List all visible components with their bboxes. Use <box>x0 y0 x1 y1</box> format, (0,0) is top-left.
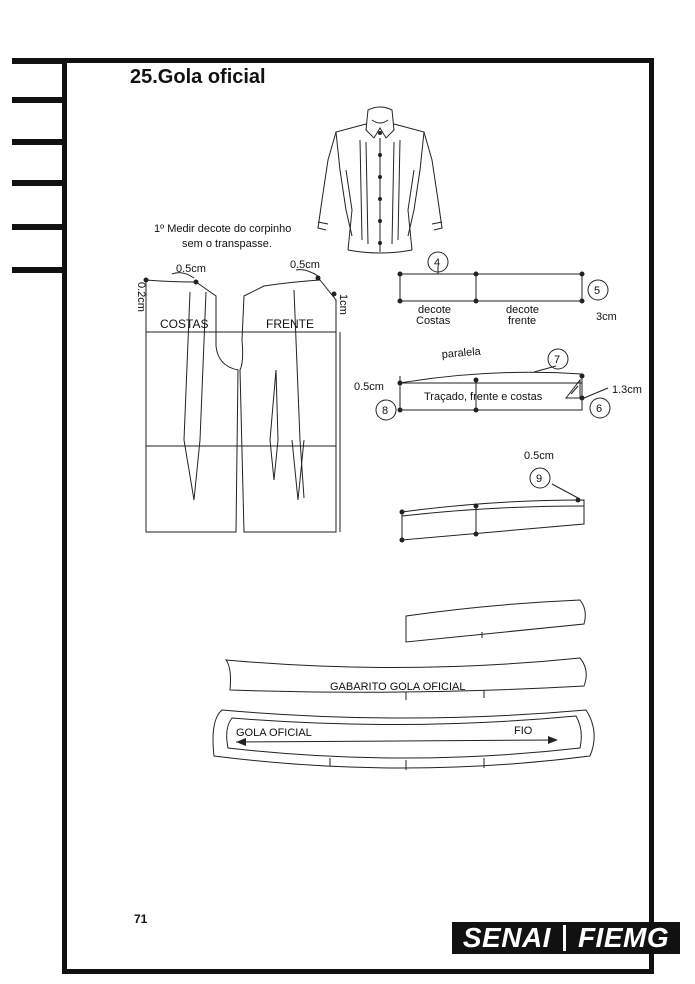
parallel-label: paralela <box>441 346 482 361</box>
shirt-illustration <box>317 106 443 254</box>
instruction-line-2: sem o transpasse. <box>182 238 272 250</box>
step-5-number: 5 <box>594 285 600 297</box>
binding-tab <box>12 139 64 145</box>
logo-senai: SENAI <box>462 922 551 953</box>
curve-offset-label: 0.5cm <box>524 450 554 462</box>
decote-costas-line1: decote <box>418 304 451 316</box>
back-neck-width-label: 0.5cm <box>176 263 206 275</box>
step-6-number: 6 <box>596 403 602 415</box>
collar-piece <box>405 599 586 643</box>
height-label: 3cm <box>596 311 617 323</box>
decote-frente-line1: decote <box>506 304 539 316</box>
binding-tab <box>12 267 64 273</box>
front-neck-width-label: 0.5cm <box>290 259 320 271</box>
page-number: 71 <box>134 912 148 926</box>
gola-oficial-template <box>212 709 595 770</box>
gabarito-template <box>224 657 587 700</box>
decote-frente-line2: frente <box>508 315 536 327</box>
grain-label: FIO <box>514 725 533 737</box>
binding-tab <box>12 97 64 103</box>
page-title: 25.Gola oficial <box>130 66 266 88</box>
step-7-number: 7 <box>554 354 560 366</box>
left-offset-label: 0.5cm <box>354 381 384 393</box>
instruction-line-1: 1º Medir decote do corpinho <box>154 223 291 235</box>
step-curve <box>401 467 585 541</box>
front-label: FRENTE <box>266 317 314 331</box>
step-4-number: 4 <box>434 257 440 269</box>
back-label: COSTAS <box>160 317 208 331</box>
collar-label: GOLA OFICIAL <box>236 727 312 739</box>
step-9-number: 9 <box>536 473 542 485</box>
bodice-pattern <box>145 269 341 533</box>
logo-fiemg: FIEMG <box>577 922 670 953</box>
back-neck-drop-label: 0.2cm <box>135 282 147 312</box>
binding-tab <box>12 180 64 186</box>
binding-tab <box>12 58 64 64</box>
logo-separator <box>562 925 566 951</box>
senai-fiemg-logo: SENAI FIEMG <box>452 922 680 954</box>
front-shoulder-label: 1cm <box>337 294 349 315</box>
gabarito-label: GABARITO GOLA OFICIAL <box>330 681 466 693</box>
page-border <box>62 58 654 974</box>
step-rectangle <box>399 251 609 302</box>
step-8-number: 8 <box>382 405 388 417</box>
right-offset-label: 1.3cm <box>612 384 642 396</box>
step-trace <box>375 348 611 421</box>
binding-tab <box>12 224 64 230</box>
trace-center-label: Traçado, frente e costas <box>424 391 543 403</box>
decote-costas-line2: Costas <box>416 315 451 327</box>
shirt-buttons <box>378 131 382 245</box>
